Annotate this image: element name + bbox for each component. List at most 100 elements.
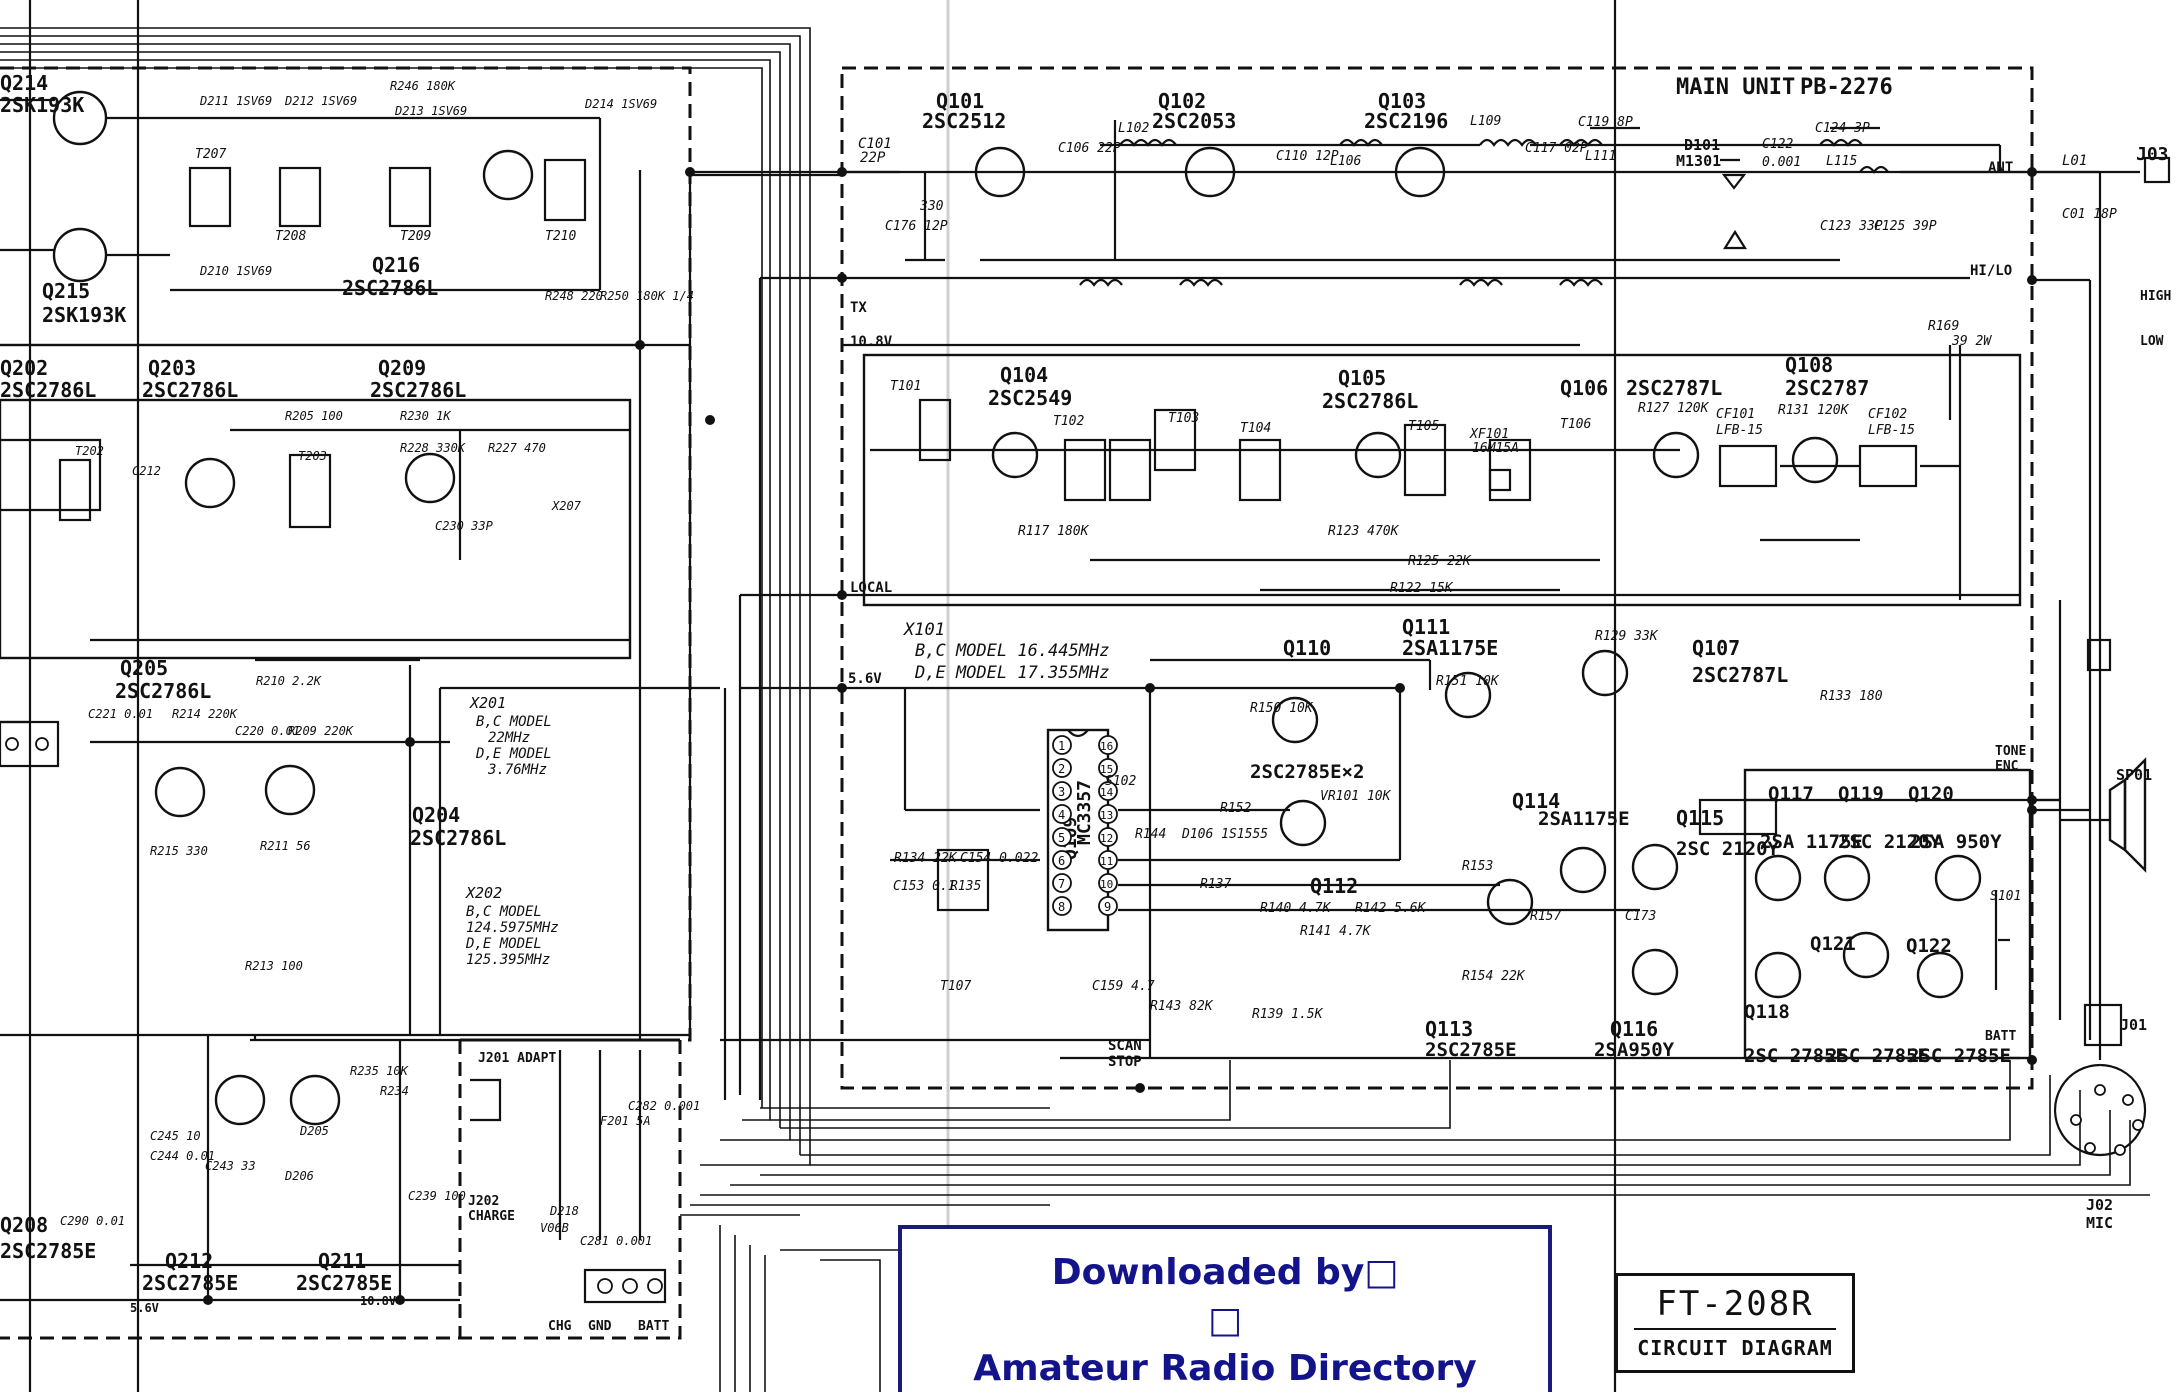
label-q103: Q103 <box>1378 89 1426 113</box>
label-r142: R142 5.6K <box>1355 901 1427 916</box>
note-x201-de: D,E MODEL <box>475 746 552 762</box>
label-r153: R153 <box>1462 859 1493 874</box>
label-c245: C245 10 <box>150 1129 201 1143</box>
label-q112: Q112 <box>1310 874 1358 898</box>
label-c243: C243 33 <box>205 1159 256 1173</box>
left-section <box>0 90 720 1304</box>
label-q215-part: 2SK193K <box>42 303 126 327</box>
label-d101: D101 <box>1684 136 1720 154</box>
label-r169: R169 <box>1928 319 1959 334</box>
label-r246: R246 180K <box>390 79 456 93</box>
label-q117: Q117 <box>1768 783 1814 805</box>
label-q215: Q215 <box>42 279 90 303</box>
note-x202-de: D,E MODEL <box>465 936 542 952</box>
ic-q109-notch <box>1067 729 1089 738</box>
label-r154: R154 22K <box>1462 969 1526 984</box>
label-q113-part: 2SC2785E <box>1425 1039 1517 1061</box>
label-r143: R143 82K <box>1150 999 1214 1014</box>
label-q117-part: 2SA 1175E <box>1760 831 1863 853</box>
ic-pin-11: 11 <box>1100 855 1113 868</box>
label-q203: Q203 <box>148 356 196 380</box>
label-f201: F201 5A <box>600 1114 651 1128</box>
label-c173: C173 <box>1625 909 1656 924</box>
label-q212-part: 2SC2785E <box>142 1271 238 1295</box>
ic-pin-6: 6 <box>1058 854 1065 868</box>
ic-pins-left: 1 2 3 4 5 6 7 8 <box>1052 735 1072 916</box>
label-d212: D212 1SV69 <box>284 94 357 108</box>
label-5v6-left: 5.6V <box>130 1301 159 1315</box>
label-mic: MIC <box>2086 1214 2113 1232</box>
label-r234: R234 <box>380 1084 409 1098</box>
label-q119-part: 2SC 2120Y <box>1838 831 1942 853</box>
label-xf101-value: 16M15A <box>1472 441 1519 456</box>
label-ic-mc3357: MC3357 <box>1074 780 1095 845</box>
main-unit-board: PB-2276 <box>1800 75 1893 100</box>
label-d214: D214 1SV69 <box>584 97 657 111</box>
label-q110-pair: 2SC2785E×2 <box>1250 761 1364 783</box>
label-r205: R205 100 <box>285 409 343 423</box>
label-r150: R150 10K <box>1250 701 1314 716</box>
label-d211: D211 1SV69 <box>199 94 272 108</box>
label-t103: T103 <box>1168 411 1199 426</box>
label-tx-10v8: 10.8V <box>850 334 893 350</box>
label-r157: R157 <box>1530 909 1561 924</box>
label-enc: ENC <box>1995 759 2018 774</box>
label-c159: C159 4.7 <box>1092 979 1155 994</box>
label-c124: C124 3P <box>1815 121 1870 136</box>
label-t210: T210 <box>545 229 576 244</box>
label-l115: L115 <box>1826 154 1857 169</box>
label-q115: Q115 <box>1676 806 1724 830</box>
label-chg: CHG <box>548 1319 572 1334</box>
if-block <box>862 353 2022 607</box>
label-sp01: SP01 <box>2116 766 2152 784</box>
main-unit-boundary <box>840 66 2034 1090</box>
label-c220: C220 0.01 <box>235 724 300 738</box>
label-q106: Q106 <box>1560 376 1608 400</box>
label-l01: L01 <box>2062 153 2087 169</box>
label-r210: R210 2.2K <box>256 674 322 688</box>
label-q114-part: 2SA1175E <box>1538 808 1630 830</box>
label-r122: R122 15K <box>1390 581 1454 596</box>
label-q106-part: 2SC2787L <box>1626 376 1722 400</box>
label-s102: S102 <box>1105 774 1136 789</box>
label-q205: Q205 <box>120 656 168 680</box>
main-unit-title: MAIN UNIT <box>1676 75 1795 100</box>
banner-line-2: □ <box>1207 1300 1242 1341</box>
label-t105: T105 <box>1408 419 1439 434</box>
note-x201-bc: B,C MODEL <box>476 714 552 730</box>
label-c153: C153 0.1 <box>893 879 956 894</box>
label-r141: R141 4.7K <box>1300 924 1372 939</box>
label-t102: T102 <box>1053 414 1084 429</box>
ic-pin-3: 3 <box>1058 785 1065 799</box>
label-q116-part: 2SA950Y <box>1594 1039 1675 1061</box>
label-q113: Q113 <box>1425 1017 1473 1041</box>
rf-front-end <box>842 120 2171 287</box>
label-r248: R248 220 <box>545 289 603 303</box>
label-c106: C106 22P <box>1058 141 1121 156</box>
label-r151: R151 10K <box>1436 674 1500 689</box>
label-local: LOCAL <box>850 580 892 596</box>
label-r144: R144 <box>1135 827 1166 842</box>
label-l111: L111 <box>1585 149 1616 164</box>
label-v06b: V06B <box>540 1221 569 1235</box>
label-c281: C281 0.001 <box>580 1234 652 1248</box>
label-q115-part: 2SC 2120Y <box>1676 838 1780 860</box>
label-r140: R140 4.7K <box>1260 901 1332 916</box>
note-x101-de: D,E MODEL 17.355MHz <box>914 663 1109 683</box>
label-r228: R228 330K <box>400 441 466 455</box>
label-q121-part: 2SC 2785E <box>1826 1045 1929 1067</box>
label-c125: C125 39P <box>1874 219 1937 234</box>
download-banner: Downloaded by□ □ Amateur Radio Directory <box>898 1225 1552 1392</box>
label-r227: R227 470 <box>488 441 546 455</box>
label-q102: Q102 <box>1158 89 1206 113</box>
label-t203: T203 <box>298 449 327 463</box>
label-t207: T207 <box>195 147 226 162</box>
label-q121: Q121 <box>1810 933 1856 955</box>
label-t202: T202 <box>75 444 104 458</box>
label-q208-part: 2SC2785E <box>0 1239 96 1263</box>
label-high: HIGH <box>2140 289 2171 304</box>
label-stop: STOP <box>1108 1054 1142 1070</box>
label-q107: Q107 <box>1692 636 1740 660</box>
label-j202: J202 <box>468 1194 499 1209</box>
label-r117: R117 180K <box>1018 524 1090 539</box>
